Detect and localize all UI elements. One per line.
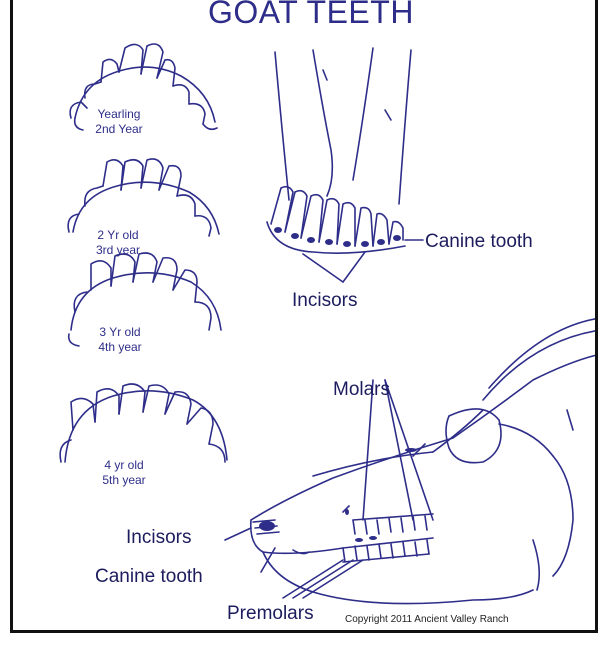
label-canine-tooth-front: Canine tooth bbox=[425, 231, 533, 253]
label-incisors-front: Incisors bbox=[292, 290, 357, 312]
age-label-line1: 4 yr old bbox=[89, 458, 159, 473]
age-label-line2: 2nd Year bbox=[84, 122, 154, 137]
goat-teeth-illustration bbox=[13, 0, 598, 633]
label-premolars: Premolars bbox=[227, 603, 314, 625]
age-label-line2: 4th year bbox=[85, 340, 155, 355]
age-label-line1: Yearling bbox=[84, 107, 154, 122]
diagram-frame: GOAT TEETH Yearling 2nd Year 2 Yr old 3r… bbox=[10, 0, 598, 633]
age-label-line1: 2 Yr old bbox=[83, 228, 153, 243]
dental-arch-4yr bbox=[60, 384, 227, 462]
dental-arch-2yr bbox=[68, 159, 219, 236]
front-jaw-view bbox=[267, 48, 423, 282]
skull-ink-accents bbox=[259, 448, 417, 542]
goat-skull-side-view bbox=[225, 318, 598, 604]
copyright-notice: Copyright 2011 Ancient Valley Ranch bbox=[345, 614, 509, 625]
age-label-line1: 3 Yr old bbox=[85, 325, 155, 340]
age-label-line2: 5th year bbox=[89, 473, 159, 488]
age-label-4yr: 4 yr old 5th year bbox=[89, 458, 159, 488]
label-incisors-side: Incisors bbox=[126, 527, 191, 549]
age-label-line2: 3rd year bbox=[83, 243, 153, 258]
age-label-3yr: 3 Yr old 4th year bbox=[85, 325, 155, 355]
age-label-2yr: 2 Yr old 3rd year bbox=[83, 228, 153, 258]
label-molars: Molars bbox=[333, 379, 390, 401]
age-label-yearling: Yearling 2nd Year bbox=[84, 107, 154, 137]
diagram-title: GOAT TEETH bbox=[208, 0, 414, 31]
label-canine-tooth-side: Canine tooth bbox=[95, 566, 203, 588]
